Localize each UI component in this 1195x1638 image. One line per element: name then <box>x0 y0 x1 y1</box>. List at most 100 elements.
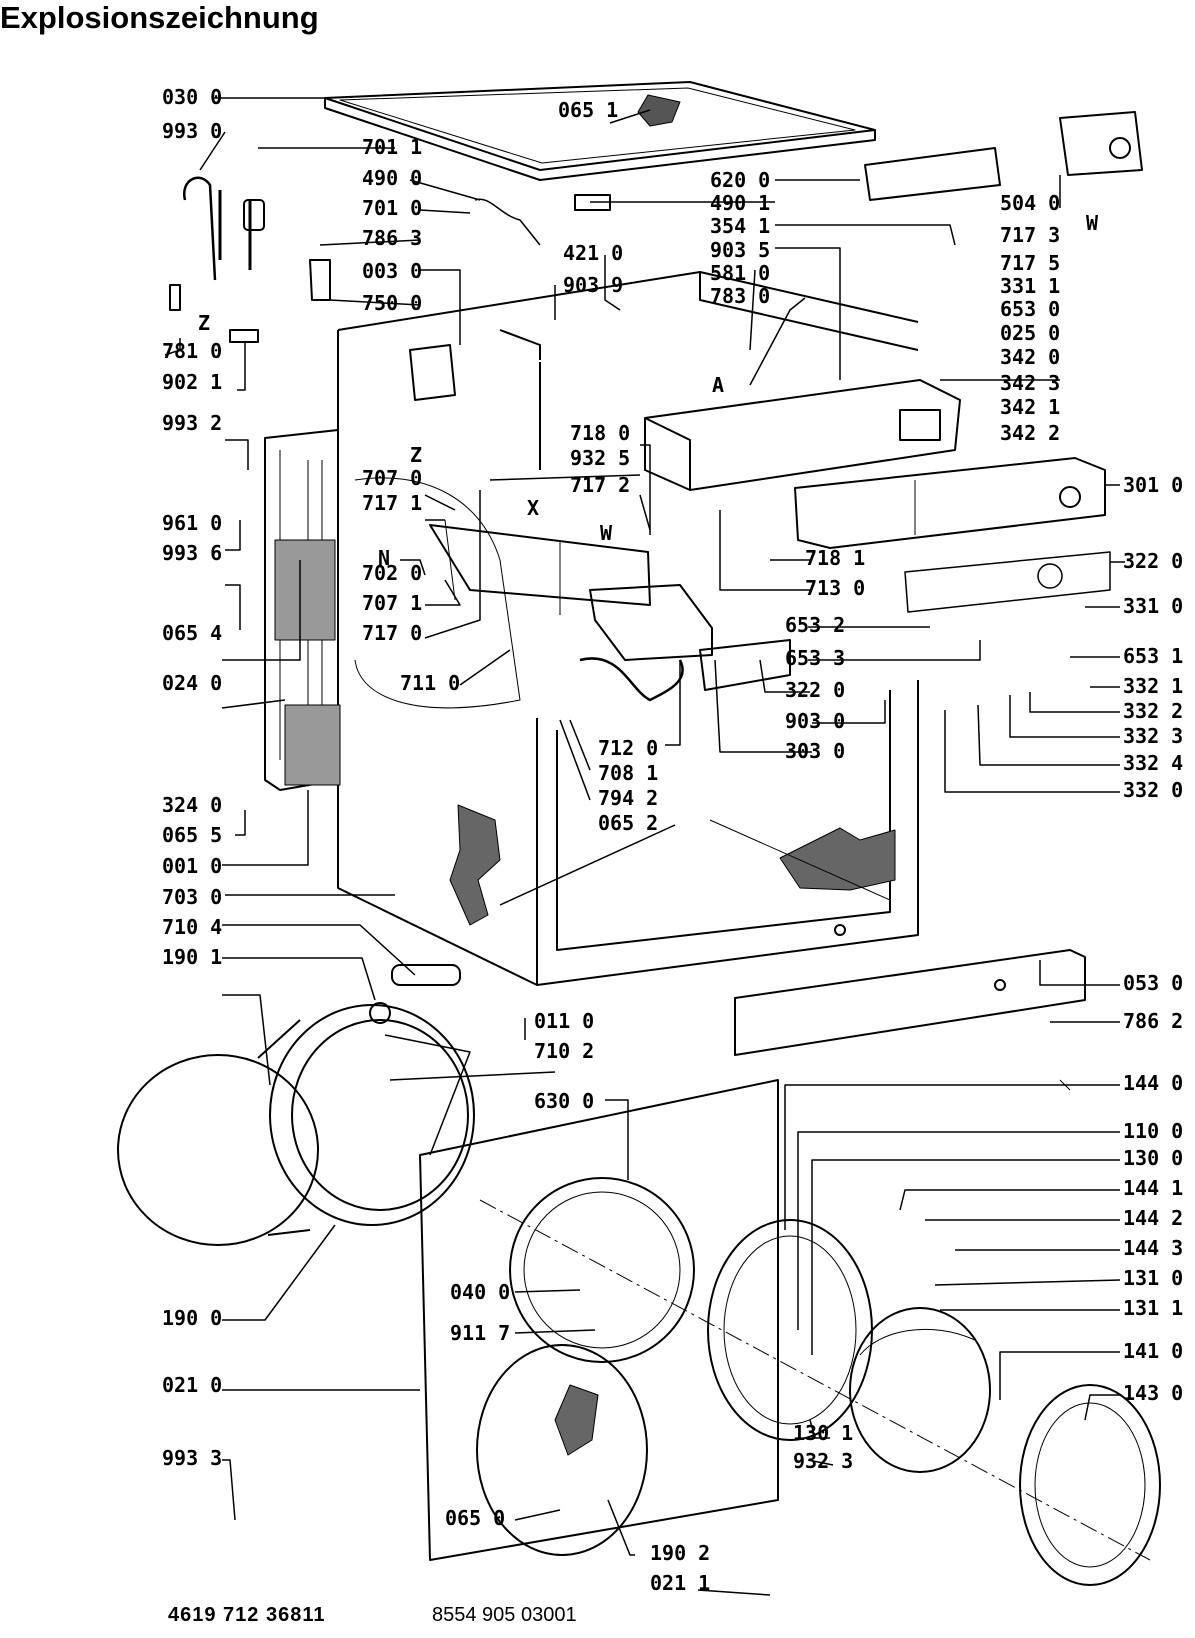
part-label-332-1: 332 1 <box>1123 674 1183 698</box>
part-label-717-1: 717 1 <box>362 491 422 515</box>
part-label-710-4: 710 4 <box>162 915 222 939</box>
reference-letter-z: Z <box>198 311 210 335</box>
part-label-707-0: 707 0 <box>362 466 422 490</box>
part-label-332-3: 332 3 <box>1123 724 1183 748</box>
part-label-342-1: 342 1 <box>1000 395 1060 419</box>
part-label-717-5: 717 5 <box>1000 251 1060 275</box>
part-label-993-6: 993 6 <box>162 541 222 565</box>
part-label-932-5: 932 5 <box>570 446 630 470</box>
part-label-421-0: 421 0 <box>563 241 623 265</box>
part-label-718-0: 718 0 <box>570 421 630 445</box>
part-label-030-0: 030 0 <box>162 85 222 109</box>
part-label-342-3: 342 3 <box>1000 371 1060 395</box>
part-label-190-2: 190 2 <box>650 1541 710 1565</box>
drum-tub-rear <box>117 964 475 1246</box>
part-label-993-2: 993 2 <box>162 411 222 435</box>
part-label-710-2: 710 2 <box>534 1039 594 1063</box>
part-label-001-0: 001 0 <box>162 854 222 878</box>
part-label-331-1: 331 1 <box>1000 274 1060 298</box>
part-label-708-1: 708 1 <box>598 761 658 785</box>
part-label-903-0: 903 0 <box>785 709 845 733</box>
part-label-021-0: 021 0 <box>162 1373 222 1397</box>
part-label-021-1: 021 1 <box>650 1571 710 1595</box>
reference-letter-a: A <box>712 373 724 397</box>
part-label-701-0: 701 0 <box>362 196 422 220</box>
part-label-653-2: 653 2 <box>785 613 845 637</box>
part-label-303-0: 303 0 <box>785 739 845 763</box>
part-label-717-0: 717 0 <box>362 621 422 645</box>
part-label-190-1: 190 1 <box>162 945 222 969</box>
part-label-786-3: 786 3 <box>362 226 422 250</box>
hose-assembly <box>169 176 611 401</box>
side-panel-left <box>264 429 341 791</box>
part-label-065-2: 065 2 <box>598 811 658 835</box>
part-label-053-0: 053 0 <box>1123 971 1183 995</box>
reference-letter-z: Z <box>410 443 422 467</box>
reference-letter-w: W <box>600 521 613 545</box>
part-label-903-5: 903 5 <box>710 238 770 262</box>
part-label-065-4: 065 4 <box>162 621 222 645</box>
part-label-653-0: 653 0 <box>1000 297 1060 321</box>
part-label-342-0: 342 0 <box>1000 345 1060 369</box>
part-label-065-0: 065 0 <box>445 1506 505 1530</box>
part-label-144-1: 144 1 <box>1123 1176 1183 1200</box>
part-label-718-1: 718 1 <box>805 546 865 570</box>
part-label-490-1: 490 1 <box>710 191 770 215</box>
part-label-717-3: 717 3 <box>1000 223 1060 247</box>
part-label-653-3: 653 3 <box>785 646 845 670</box>
fascia-panel <box>794 457 1111 613</box>
part-label-324-0: 324 0 <box>162 793 222 817</box>
part-label-701-1: 701 1 <box>362 135 422 159</box>
part-label-750-0: 750 0 <box>362 291 422 315</box>
part-label-786-2: 786 2 <box>1123 1009 1183 1033</box>
part-label-342-2: 342 2 <box>1000 421 1060 445</box>
part-label-131-0: 131 0 <box>1123 1266 1183 1290</box>
part-label-011-0: 011 0 <box>534 1009 594 1033</box>
part-label-911-7: 911 7 <box>450 1321 510 1345</box>
service-code: 8554 905 03001 <box>432 1604 577 1626</box>
part-label-713-0: 713 0 <box>805 576 865 600</box>
part-label-065-1: 065 1 <box>558 98 618 122</box>
part-label-794-2: 794 2 <box>598 786 658 810</box>
part-label-110-0: 110 0 <box>1123 1119 1183 1143</box>
part-label-040-0: 040 0 <box>450 1280 510 1304</box>
part-label-301-0: 301 0 <box>1123 473 1183 497</box>
part-label-993-0: 993 0 <box>162 119 222 143</box>
part-label-783-0: 783 0 <box>710 284 770 308</box>
part-label-932-3: 932 3 <box>793 1449 853 1473</box>
part-label-131-1: 131 1 <box>1123 1296 1183 1320</box>
part-label-143-0: 143 0 <box>1123 1381 1183 1405</box>
kickplate <box>734 949 1086 1056</box>
part-label-144-0: 144 0 <box>1123 1071 1183 1095</box>
part-label-024-0: 024 0 <box>162 671 222 695</box>
part-label-490-0: 490 0 <box>362 166 422 190</box>
detergent-drawer <box>429 519 791 702</box>
part-label-130-1: 130 1 <box>793 1421 853 1445</box>
part-label-322-0: 322 0 <box>785 678 845 702</box>
reference-letter-n: N <box>378 546 390 570</box>
part-label-144-2: 144 2 <box>1123 1206 1183 1230</box>
model-code: 4619 712 36811 <box>168 1604 326 1626</box>
part-label-504-0: 504 0 <box>1000 191 1060 215</box>
part-label-707-1: 707 1 <box>362 591 422 615</box>
part-label-620-0: 620 0 <box>710 168 770 192</box>
part-label-630-0: 630 0 <box>534 1089 594 1113</box>
part-label-190-0: 190 0 <box>162 1306 222 1330</box>
part-label-354-1: 354 1 <box>710 214 770 238</box>
part-label-331-0: 331 0 <box>1123 594 1183 618</box>
part-label-141-0: 141 0 <box>1123 1339 1183 1363</box>
part-label-332-4: 332 4 <box>1123 751 1183 775</box>
part-label-903-9: 903 9 <box>563 273 623 297</box>
door-assembly <box>479 1199 1161 1586</box>
diagram-title: Explosionszeichnung <box>0 0 319 35</box>
part-label-717-2: 717 2 <box>570 473 630 497</box>
top-lid <box>324 81 876 181</box>
part-label-130-0: 130 0 <box>1123 1146 1183 1170</box>
control-panel-housing <box>644 379 961 491</box>
part-label-781-0: 781 0 <box>162 339 222 363</box>
part-label-332-2: 332 2 <box>1123 699 1183 723</box>
part-label-712-0: 712 0 <box>598 736 658 760</box>
programmer-timer <box>864 111 1143 201</box>
front-panel <box>384 1034 1071 1561</box>
